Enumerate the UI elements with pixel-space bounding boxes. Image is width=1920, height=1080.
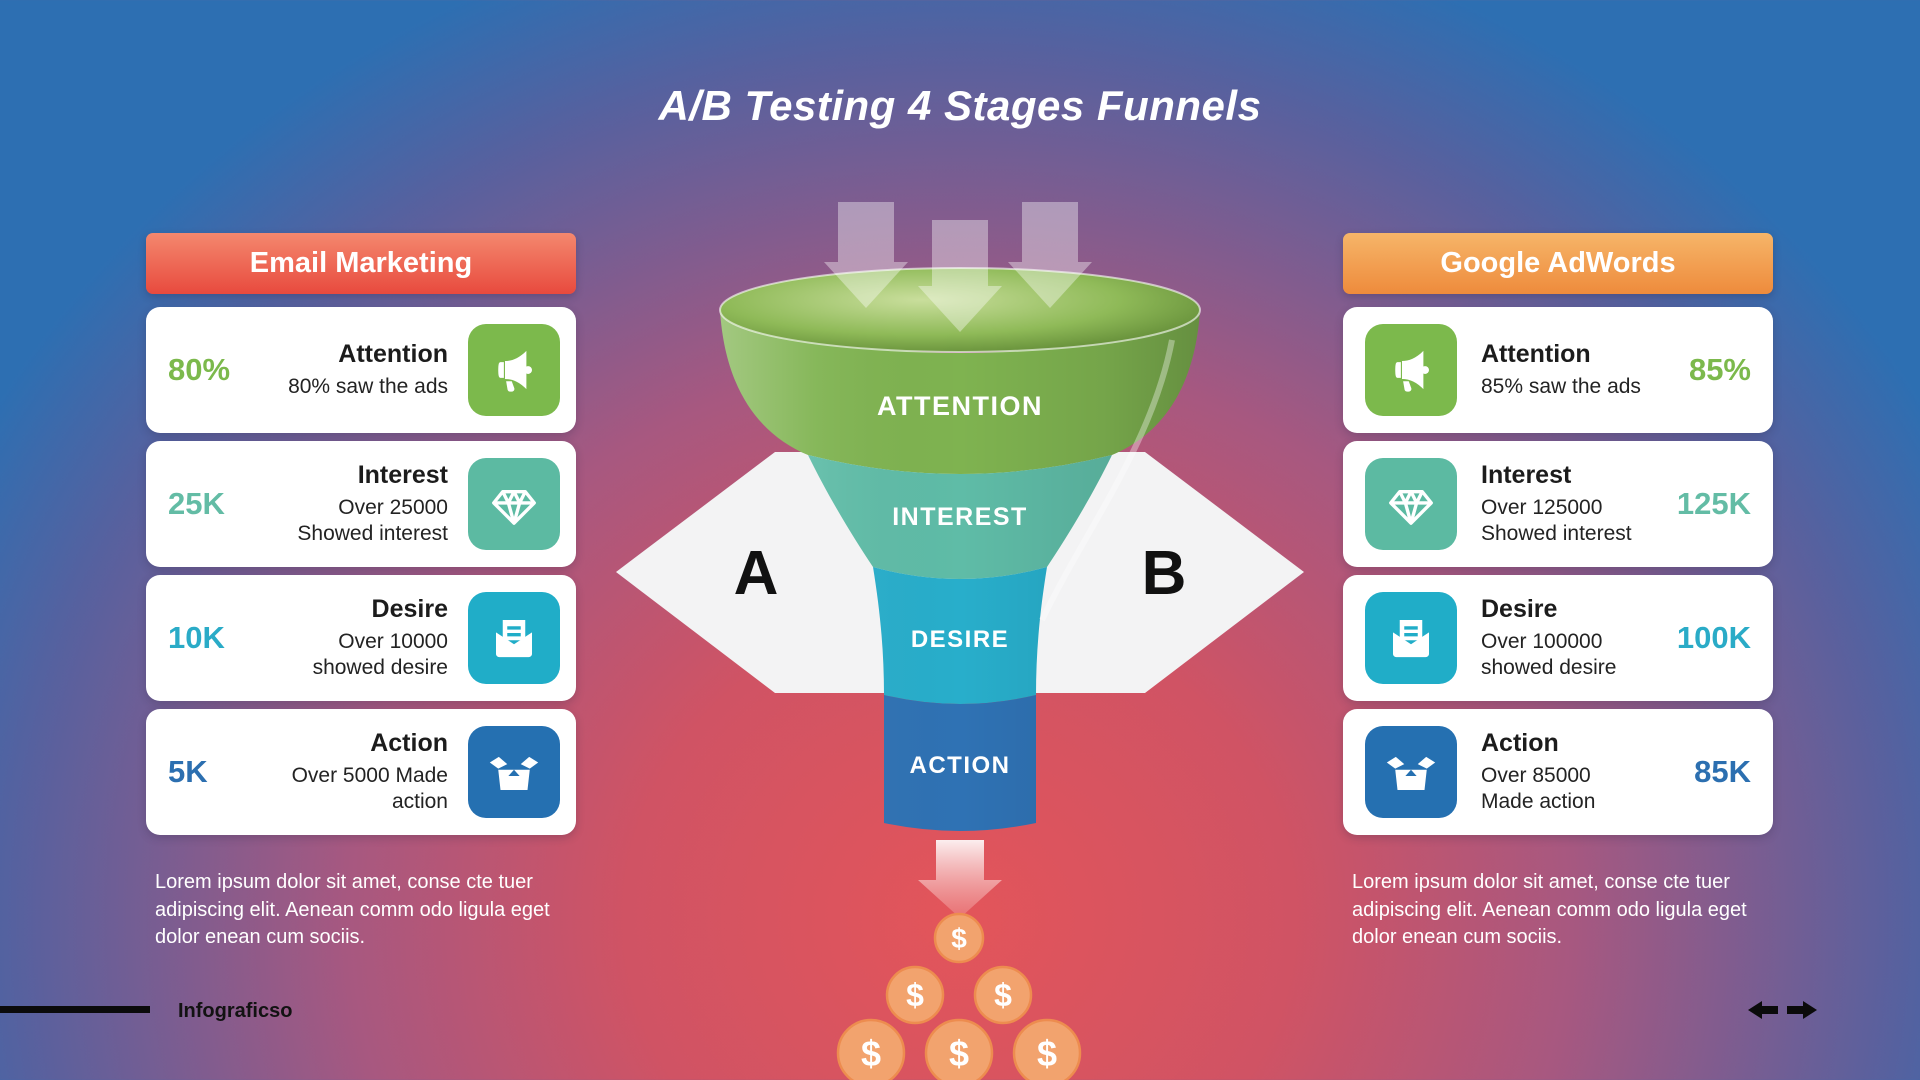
inflow-arrows (824, 202, 1092, 332)
outflow-arrow-icon (918, 840, 1002, 918)
funnel-graphic: A B ATTENTION INTEREST DESIRE ACTION $ $… (616, 202, 1304, 1080)
stage-label-desire: DESIRE (911, 626, 1009, 653)
brand-label: Infograficso (178, 1000, 293, 1022)
google-adwords-panel: Google AdWords Attention 85% saw the ads… (1343, 233, 1773, 952)
stat-card-attention: Attention 85% saw the ads 85% (1343, 307, 1773, 433)
stat-desc: Over 100000 showed desire (1481, 629, 1617, 679)
panel-note: Lorem ipsum dolor sit amet, conse cte tu… (1352, 871, 1747, 949)
funnel-shading (720, 310, 1200, 831)
stat-title: Desire (371, 594, 448, 623)
stat-desc: Over 10000 showed desire (312, 629, 448, 679)
svg-text:$: $ (949, 1033, 969, 1074)
stat-title: Action (370, 728, 448, 757)
stat-card-interest: Interest Over 125000 Showed interest 125… (1343, 441, 1773, 567)
stat-card-interest: 25K Interest Over 25000 Showed interest (146, 441, 576, 567)
stat-desc: Over 85000 Made action (1481, 763, 1596, 813)
stat-value: 80% (168, 352, 231, 387)
stat-card-desire: Desire Over 100000 showed desire 100K (1343, 575, 1773, 701)
stat-card-desire: 10K Desire Over 10000 showed desire (146, 575, 576, 701)
email-marketing-header: Email Marketing (146, 233, 576, 294)
arrow-left-icon[interactable] (1748, 999, 1778, 1021)
email-marketing-panel: Email Marketing 80% Attention 80% saw th… (146, 233, 576, 952)
coin-symbols: $ $ $ $ $ $ (861, 923, 1057, 1074)
coin-icon (973, 965, 1033, 1025)
stat-value: 85K (1694, 754, 1751, 789)
stat-title: Attention (338, 339, 448, 368)
diamond-icon (1365, 458, 1457, 550)
footer-divider-line (0, 1006, 150, 1013)
svg-text:$: $ (994, 977, 1012, 1013)
stage-label-action: ACTION (910, 752, 1011, 779)
variant-b-label: B (1142, 539, 1187, 608)
coin-icon (836, 1018, 906, 1080)
inflow-arrow-icon (1008, 202, 1092, 308)
stat-value: 10K (168, 620, 225, 655)
coin-stack (836, 912, 1082, 1080)
coin-icon (1012, 1018, 1082, 1080)
stat-card-action: Action Over 85000 Made action 85K (1343, 709, 1773, 835)
stage-label-attention: ATTENTION (877, 391, 1043, 421)
svg-text:$: $ (861, 1033, 881, 1074)
open-box-icon (1365, 726, 1457, 818)
stat-value: 25K (168, 486, 225, 521)
stat-title: Action (1481, 728, 1559, 757)
inflow-arrow-icon (824, 202, 908, 308)
stat-desc: 85% saw the ads (1481, 374, 1641, 398)
svg-text:$: $ (951, 923, 967, 954)
page-title: A/B Testing 4 Stages Funnels (658, 82, 1262, 129)
stat-card-action: 5K Action Over 5000 Made action (146, 709, 576, 835)
arrow-right-icon[interactable] (1787, 999, 1817, 1021)
panel-header-label: Email Marketing (249, 247, 473, 279)
panel-header-label: Google AdWords (1440, 247, 1676, 279)
open-envelope-icon (1365, 592, 1457, 684)
funnel-bowl-opening (719, 267, 1201, 353)
stat-value: 125K (1676, 486, 1751, 521)
inflow-arrow-icon (918, 220, 1002, 332)
stat-value: 85% (1688, 352, 1751, 387)
diamond-icon (468, 458, 560, 550)
stat-desc: Over 5000 Made action (291, 763, 448, 813)
stat-value: 5K (168, 754, 208, 789)
coin-icon (885, 965, 945, 1025)
variant-a-label: A (734, 539, 779, 608)
panel-note: Lorem ipsum dolor sit amet, conse cte tu… (155, 871, 550, 949)
funnel-highlight (1039, 339, 1175, 622)
stat-desc: Over 125000 Showed interest (1481, 495, 1632, 545)
stat-desc: 80% saw the ads (288, 374, 448, 398)
stat-title: Interest (357, 460, 448, 489)
stat-card-attention: 80% Attention 80% saw the ads (146, 307, 576, 433)
stat-title: Interest (1481, 460, 1572, 489)
coin-icon (924, 1018, 994, 1080)
stat-desc: Over 25000 Showed interest (297, 495, 448, 545)
google-adwords-header: Google AdWords (1343, 233, 1773, 294)
svg-text:$: $ (906, 977, 924, 1013)
megaphone-icon (468, 324, 560, 416)
svg-text:$: $ (1037, 1033, 1057, 1074)
stat-title: Desire (1481, 594, 1558, 623)
stat-title: Attention (1481, 339, 1591, 368)
stat-value: 100K (1676, 620, 1751, 655)
ab-funnel-diagram: A B ATTENTION INTEREST DESIRE ACTION $ $… (560, 190, 1360, 1080)
megaphone-icon (1365, 324, 1457, 416)
slide-navigation (1748, 999, 1817, 1021)
open-box-icon (468, 726, 560, 818)
open-envelope-icon (468, 592, 560, 684)
stage-label-interest: INTEREST (892, 503, 1028, 531)
coin-icon (933, 912, 985, 964)
